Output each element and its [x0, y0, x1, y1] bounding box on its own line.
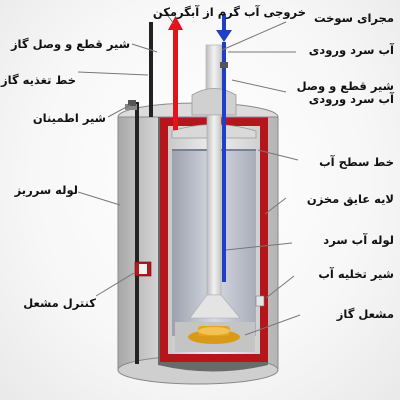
- label-flue: مجرای سوخت: [313, 11, 394, 25]
- label-cold-water-pipe: لوله آب سرد: [323, 233, 394, 247]
- leader-lines: [77, 11, 301, 336]
- label-relief-valve: شیر اطمینان: [32, 111, 106, 125]
- relief-valve: [128, 100, 136, 106]
- label-burner-control: کنترل مشعل: [23, 296, 96, 310]
- label-water-level: خط سطح آب: [319, 155, 394, 169]
- drain-valve: [255, 295, 265, 307]
- label-gas-shutoff-valve: شیر قطع و وصل گاز: [10, 37, 130, 51]
- label-cold-inlet-valve-line2: آب سرد ورودی: [308, 92, 394, 106]
- label-cold-water-inlet: آب سرد ورودی: [308, 43, 394, 57]
- label-cold-inlet-valve-line1: شیر قطع و وصل: [296, 79, 394, 93]
- cold-water-pipe: [216, 14, 232, 282]
- gas-burner-unit: [175, 322, 255, 352]
- label-gas-supply-line: خط تغذیه گاز: [1, 73, 76, 87]
- burner-control-box: [134, 261, 152, 277]
- cold-water-valve: [220, 62, 228, 68]
- hot-water-pipe: [168, 16, 183, 130]
- label-gas-burner: مشعل گاز: [336, 307, 394, 321]
- label-tank-insulation: لایه عایق مخزن: [306, 192, 394, 206]
- gas-supply-line: [125, 22, 153, 364]
- label-cold-inlet-valve: شیر قطع و وصل آب سرد ورودی: [288, 80, 394, 106]
- label-overflow-pipe: لوله سرریز: [14, 183, 78, 197]
- label-hot-water-outlet: خروجی آب گرم از آبگرمکن: [152, 5, 306, 19]
- label-drain-valve: شیر تخلیه آب: [318, 267, 394, 281]
